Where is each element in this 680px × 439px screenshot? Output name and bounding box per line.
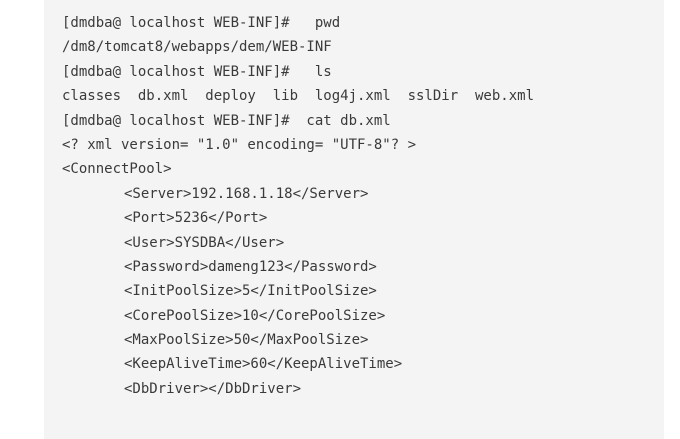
terminal-line-connectpool-open: <ConnectPool> (62, 161, 172, 178)
terminal-line-server: <Server>192.168.1.18</Server> (124, 185, 369, 202)
terminal-line-prompt-pwd: [dmdba@ localhost WEB-INF]# pwd (62, 15, 341, 31)
terminal-line-prompt-cat: [dmdba@ localhost WEB-INF]# cat db.xml (62, 112, 391, 129)
terminal-line-keepalivetime: <KeepAliveTime>60</KeepAliveTime> (124, 356, 403, 373)
terminal-line-pwd-output: /dm8/tomcat8/webapps/dem/WEB-INF (62, 39, 332, 56)
terminal-line-port: <Port>5236</Port> (124, 210, 268, 227)
terminal-line-maxpoolsize: <MaxPoolSize>50</MaxPoolSize> (124, 332, 369, 349)
terminal-line-dbdriver: <DbDriver></DbDriver> (124, 380, 302, 397)
terminal-line-user: <User>SYSDBA</User> (124, 234, 285, 251)
terminal-line-xml-declaration: <? xml version= "1.0" encoding= "UTF-8"?… (62, 136, 417, 153)
terminal-line-ls-output: classes db.xml deploy lib log4j.xml sslD… (62, 88, 535, 105)
terminal-line-initpoolsize: <InitPoolSize>5</InitPoolSize> (124, 283, 377, 300)
terminal-line-password: <Password>dameng123</Password> (124, 258, 377, 275)
terminal-line-corepoolsize: <CorePoolSize>10</CorePoolSize> (124, 307, 386, 324)
terminal-output[interactable]: [dmdba@ localhost WEB-INF]# pwd /dm8/tom… (44, 0, 664, 439)
terminal-line-prompt-ls: [dmdba@ localhost WEB-INF]# ls (62, 63, 332, 80)
